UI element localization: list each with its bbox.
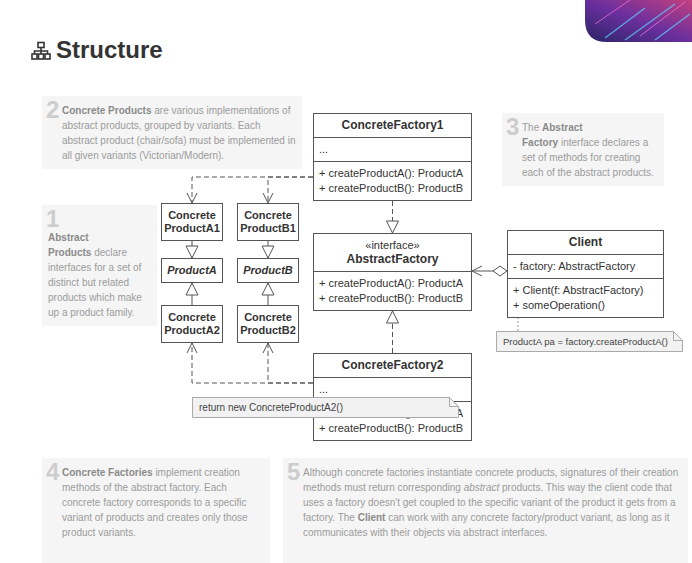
callout-panel: 1Abstract Productsdeclare interfaces for… bbox=[42, 205, 157, 326]
class-name: Concrete ProductB1 bbox=[240, 209, 296, 235]
class-section: - factory: AbstractFactory bbox=[508, 254, 663, 278]
corner-illustration bbox=[585, 0, 692, 42]
class-member: + createProductA(): ProductA bbox=[314, 166, 471, 181]
class-box: «interface»AbstractFactory+ createProduc… bbox=[313, 233, 472, 311]
callout-panel: 5Although concrete factories instantiate… bbox=[283, 458, 688, 563]
class-name: Concrete ProductB2 bbox=[240, 311, 296, 337]
class-name: Concrete ProductA2 bbox=[164, 311, 220, 337]
note-text: return new ConcreteProductA2() bbox=[199, 401, 444, 414]
callout-number: 1 bbox=[46, 207, 59, 231]
class-section: + createProductA(): ProductA+ createProd… bbox=[314, 271, 471, 310]
connector bbox=[192, 241, 193, 258]
connector bbox=[192, 283, 193, 305]
class-name: Concrete ProductA1 bbox=[164, 209, 220, 235]
note-text: ProductA pa = factory.createProductA() bbox=[503, 335, 668, 348]
class-section: ... bbox=[314, 137, 471, 161]
callout-number: 4 bbox=[46, 460, 59, 484]
connector bbox=[392, 311, 393, 353]
callout-heading: Concrete Factories bbox=[62, 467, 153, 478]
class-name: ProductB bbox=[240, 264, 296, 277]
class-name: Client bbox=[508, 235, 663, 250]
callout-heading: Concrete Products bbox=[62, 105, 151, 116]
callout-heading: Abstract Products bbox=[48, 232, 91, 258]
callout-heading: Client bbox=[358, 512, 386, 523]
page-heading: Structure bbox=[56, 36, 163, 64]
callout-body: Abstract Productsdeclare interfaces for … bbox=[42, 205, 157, 326]
callout-panel: 3TheAbstract Factoryinterface declares a… bbox=[502, 113, 664, 186]
callout-text: abstract bbox=[464, 482, 500, 493]
class-box: ConcreteFactory1... + createProductA(): P… bbox=[313, 113, 472, 201]
class-section: «interface»AbstractFactory bbox=[314, 234, 471, 271]
class-member: - factory: AbstractFactory bbox=[508, 259, 663, 274]
connector bbox=[268, 343, 313, 383]
product-box: ProductB bbox=[237, 258, 299, 283]
note-box: ProductA pa = factory.createProductA() bbox=[496, 331, 683, 352]
class-box: Client - factory: AbstractFactory + Client… bbox=[507, 230, 664, 318]
product-box: Concrete ProductB1 bbox=[237, 203, 299, 241]
callout-body: TheAbstract Factoryinterface declares a … bbox=[502, 113, 664, 186]
class-section: + createProductA(): ProductA+ createProd… bbox=[314, 161, 471, 200]
connector bbox=[192, 343, 313, 383]
connector bbox=[268, 177, 313, 203]
class-member: + createProductB(): ProductB bbox=[314, 181, 471, 196]
product-box: ProductA bbox=[161, 258, 223, 283]
connector bbox=[192, 177, 313, 203]
connector bbox=[472, 271, 507, 272]
sitemap-icon bbox=[31, 41, 51, 61]
callout-panel: 2Concrete Productsare various implementa… bbox=[42, 96, 302, 169]
class-member: + createProductB(): ProductB bbox=[314, 291, 471, 306]
connector bbox=[268, 241, 269, 258]
class-member: + createProductB(): ProductB bbox=[314, 421, 471, 436]
class-section: + Client(f: AbstractFactory)+ someOperat… bbox=[508, 278, 663, 317]
callout-body: Although concrete factories instantiate … bbox=[283, 458, 688, 546]
class-name: ConcreteFactory2 bbox=[314, 358, 471, 373]
callout-text: The bbox=[522, 122, 539, 133]
class-member: ... bbox=[314, 142, 471, 157]
connector bbox=[518, 318, 519, 331]
class-section: ConcreteFactory1 bbox=[314, 114, 471, 137]
class-name: ConcreteFactory1 bbox=[314, 118, 471, 133]
class-section: Client bbox=[508, 231, 663, 254]
product-box: Concrete ProductA2 bbox=[161, 305, 223, 343]
class-member: + someOperation() bbox=[508, 298, 663, 313]
product-box: Concrete ProductB2 bbox=[237, 305, 299, 343]
callout-body: Concrete Productsare various implementat… bbox=[42, 96, 302, 169]
class-member: ... bbox=[314, 382, 471, 397]
class-section: ConcreteFactory2 bbox=[314, 354, 471, 377]
connector bbox=[268, 283, 269, 305]
callout-panel: 4Concrete Factoriesimplement creation me… bbox=[42, 458, 270, 563]
product-box: Concrete ProductA1 bbox=[161, 203, 223, 241]
class-member: + Client(f: AbstractFactory) bbox=[508, 283, 663, 298]
note-box: return new ConcreteProductA2() bbox=[192, 397, 459, 418]
callout-number: 3 bbox=[506, 115, 519, 139]
callout-number: 5 bbox=[287, 460, 300, 484]
class-name: ProductA bbox=[164, 264, 220, 277]
stereotype: «interface» bbox=[314, 238, 471, 252]
callout-body: Concrete Factoriesimplement creation met… bbox=[42, 458, 270, 546]
class-member: + createProductA(): ProductA bbox=[314, 276, 471, 291]
class-name: AbstractFactory bbox=[314, 252, 471, 267]
callout-number: 2 bbox=[46, 98, 59, 122]
connector bbox=[392, 201, 393, 233]
